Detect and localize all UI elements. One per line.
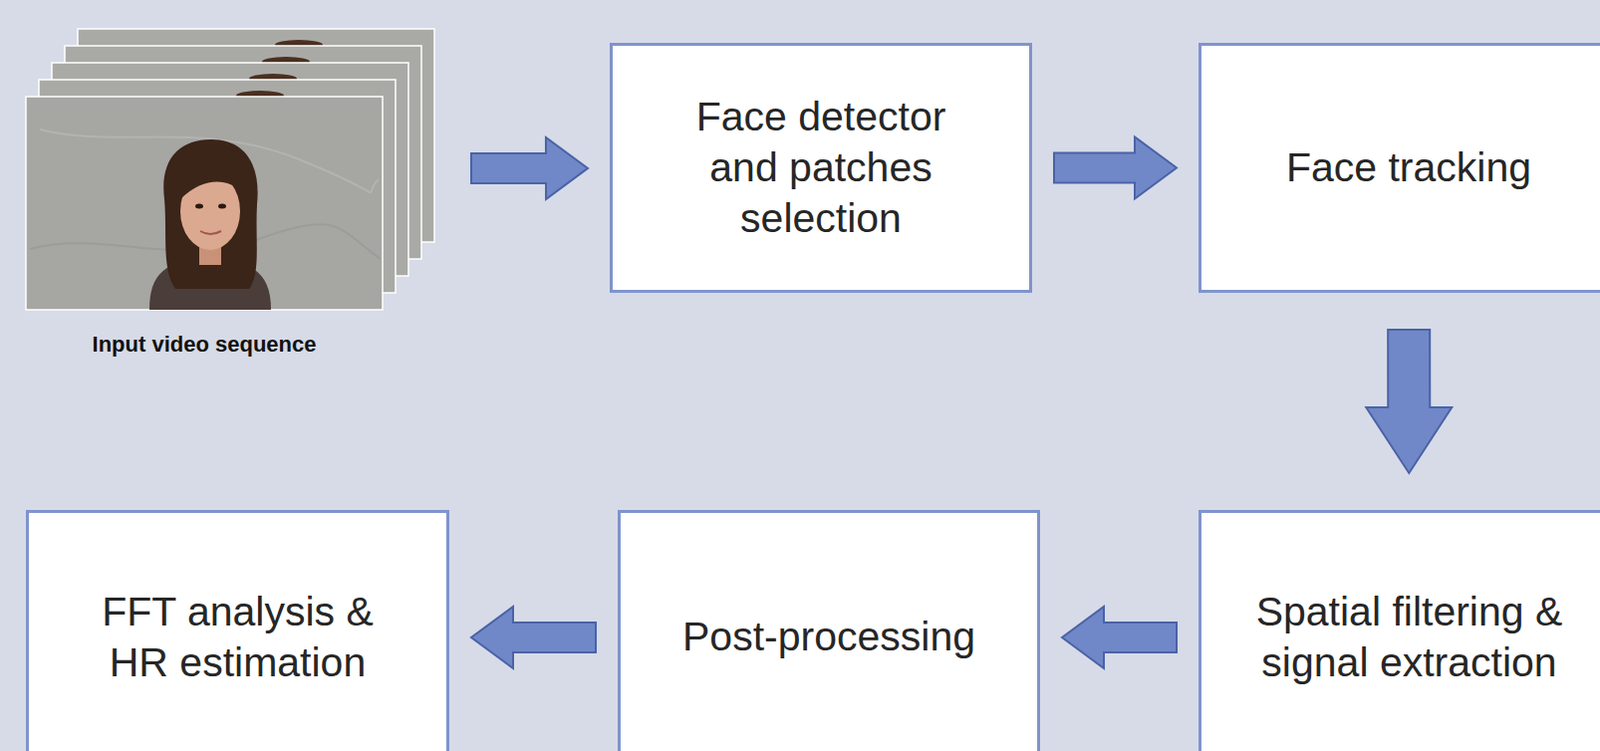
block-arrow — [1054, 137, 1177, 200]
process-box: Face detector and patches selection — [609, 42, 1033, 293]
box-label: Face detector and patches selection — [666, 91, 976, 246]
block-arrow — [1062, 606, 1177, 669]
block-arrow — [471, 137, 588, 200]
box-label: Face tracking — [1286, 142, 1532, 194]
box-label: Spatial filtering & signal extraction — [1217, 586, 1600, 690]
image-caption: Input video sequence — [25, 331, 383, 358]
box-label: FFT analysis & HR estimation — [83, 586, 393, 690]
block-arrow — [1365, 329, 1452, 474]
process-box: Face tracking — [1198, 42, 1600, 293]
front-frame — [25, 96, 383, 310]
process-box: Spatial filtering & signal extraction — [1198, 510, 1600, 751]
process-box: FFT analysis & HR estimation — [25, 510, 450, 751]
process-box: Post-processing — [617, 510, 1041, 751]
box-label: Post-processing — [682, 611, 976, 663]
input-frames: Input video sequence — [25, 27, 450, 310]
block-arrow — [471, 606, 596, 669]
